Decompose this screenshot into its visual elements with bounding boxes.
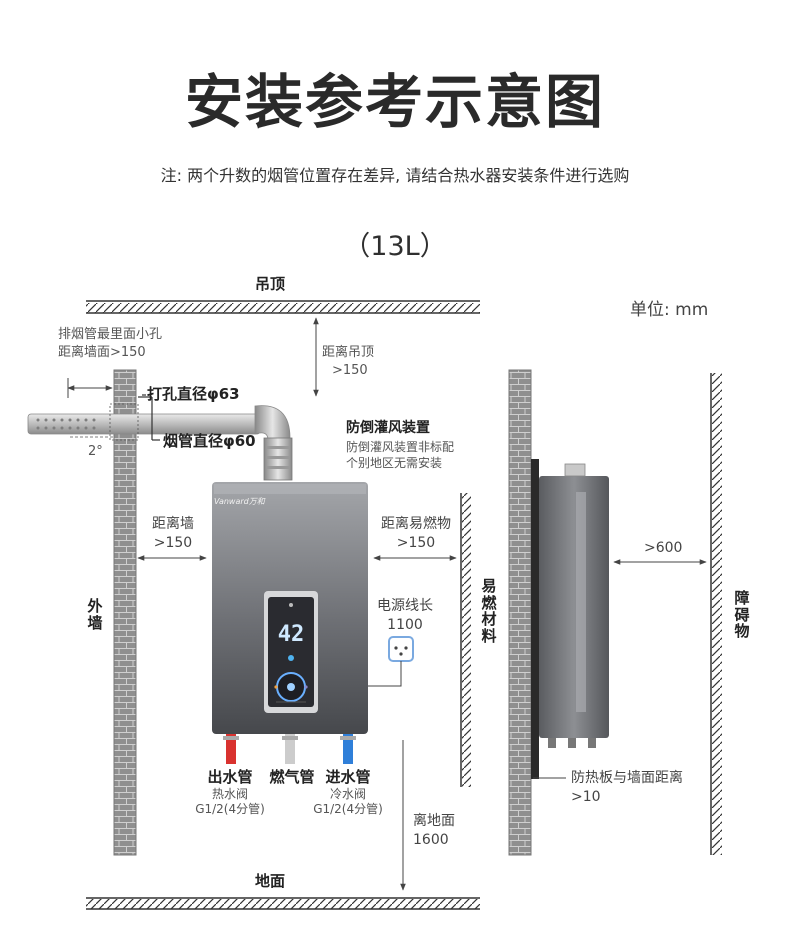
flammable-wall bbox=[460, 493, 471, 787]
outer-wall-label: 外墙 bbox=[87, 597, 103, 632]
outlet-title: 出水管 bbox=[207, 768, 253, 786]
angle-label: 2° bbox=[88, 444, 103, 459]
page-title: 安装参考示意图 bbox=[184, 68, 605, 136]
backdraft-line2: 个别地区无需安装 bbox=[346, 456, 443, 470]
display-reading: 42 bbox=[278, 622, 305, 647]
floor-label: 地面 bbox=[254, 872, 285, 890]
ground-line1: 离地面 bbox=[413, 813, 455, 829]
floor bbox=[86, 897, 480, 910]
pipe-diameter-label: 烟管直径φ60 bbox=[163, 432, 256, 450]
flue-hole-line2: 距离墙面>150 bbox=[58, 345, 146, 360]
model-label: （13L） bbox=[343, 231, 447, 262]
hole-diameter-label: 打孔直径φ63 bbox=[147, 385, 240, 403]
flue-hole-line1: 排烟管最里面小孔 bbox=[58, 327, 163, 342]
obstacle-label: 障碍物 bbox=[734, 589, 750, 640]
power-line1: 电源线长 bbox=[377, 598, 433, 614]
water-heater-front: 42 bbox=[212, 482, 368, 734]
outer-wall bbox=[113, 369, 137, 856]
obstacle-dist: >600 bbox=[644, 540, 683, 556]
ceiling-dist-line1: 距离吊顶 bbox=[322, 345, 375, 360]
outlet-line1: 热水阀 bbox=[211, 787, 248, 801]
outlet-line2: G1/2(4分管) bbox=[195, 802, 265, 816]
wall-dist-line2: >150 bbox=[153, 535, 193, 551]
gas-title: 燃气管 bbox=[269, 768, 315, 786]
power-cable bbox=[368, 661, 402, 687]
backdraft-title: 防倒灌风装置 bbox=[346, 420, 430, 436]
wall-dist-line1: 距离墙 bbox=[152, 516, 194, 532]
unit-label: 单位: mm bbox=[630, 300, 709, 320]
shield-line1: 防热板与墙面距离 bbox=[571, 770, 683, 786]
power-line2: 1100 bbox=[387, 617, 423, 633]
ceiling-dist-line2: >150 bbox=[332, 363, 368, 378]
power-socket-icon bbox=[388, 636, 414, 662]
flammable-dist-line2: >150 bbox=[396, 535, 436, 551]
backdraft-line1: 防倒灌风装置非标配 bbox=[346, 440, 455, 454]
obstacle-wall bbox=[710, 373, 722, 855]
inlet-line2: G1/2(4分管) bbox=[313, 802, 383, 816]
flammable-dist-line1: 距离易燃物 bbox=[381, 516, 451, 532]
inlet-line1: 冷水阀 bbox=[329, 787, 366, 801]
ground-line2: 1600 bbox=[413, 832, 449, 848]
shield-line2: >10 bbox=[571, 789, 601, 805]
brand-logo: Vanward万和 bbox=[214, 497, 265, 506]
ceiling-label: 吊顶 bbox=[254, 275, 285, 293]
water-heater-side bbox=[531, 459, 609, 779]
inlet-title: 进水管 bbox=[325, 768, 371, 786]
flue-pipe bbox=[27, 403, 293, 481]
flammable-label: 易燃材料 bbox=[481, 577, 497, 645]
ceiling bbox=[86, 300, 480, 314]
install-note: 注: 两个升数的烟管位置存在差异, 请结合热水器安装条件进行选购 bbox=[160, 166, 630, 185]
side-wall bbox=[508, 369, 532, 856]
connection-pipes bbox=[223, 734, 356, 764]
